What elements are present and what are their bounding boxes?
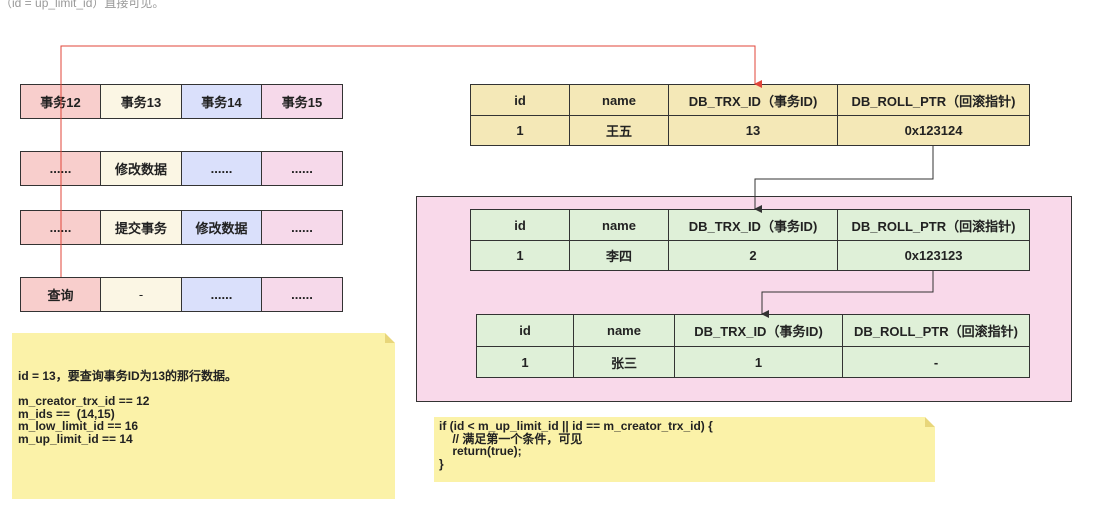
header-id: id <box>476 314 574 347</box>
header-name: name <box>569 84 669 116</box>
tx-cell: ...... <box>261 210 343 245</box>
code-line: if (id < m_up_limit_id || id == m_creato… <box>439 419 713 433</box>
tx-cell: ...... <box>181 151 262 186</box>
header-roll-ptr: DB_ROLL_PTR（回滚指针) <box>837 209 1030 241</box>
header-id: id <box>470 84 570 116</box>
note-line: m_creator_trx_id == 12 <box>18 394 150 408</box>
tx-cell: ...... <box>261 151 343 186</box>
cell-roll-ptr: 0x123124 <box>837 115 1030 146</box>
top-caption: （id = up_limit_id）直接可见。 <box>0 0 165 10</box>
header-trx-id: DB_TRX_ID（事务ID) <box>668 209 838 241</box>
code-line: } <box>439 456 444 471</box>
tx-cell: 提交事务 <box>100 210 182 245</box>
cell-id: 1 <box>470 240 570 271</box>
cell-roll-ptr: - <box>842 346 1030 378</box>
tx-cell: 事务15 <box>261 84 343 119</box>
note-line: m_ids == (14,15) <box>18 406 115 421</box>
code-line: return(true); <box>439 444 522 458</box>
cell-trx-id: 1 <box>674 346 843 378</box>
cell-name: 李四 <box>569 240 669 271</box>
tx-cell: 修改数据 <box>181 210 262 245</box>
tx-cell: 事务14 <box>181 84 262 119</box>
header-roll-ptr: DB_ROLL_PTR（回滚指针) <box>837 84 1030 116</box>
note-line: m_low_limit_id == 16 <box>18 419 139 433</box>
tx-cell: ...... <box>20 151 101 186</box>
tx-cell: - <box>100 277 182 312</box>
header-name: name <box>569 209 669 241</box>
header-trx-id: DB_TRX_ID（事务ID) <box>668 84 838 116</box>
header-roll-ptr: DB_ROLL_PTR（回滚指针) <box>842 314 1030 347</box>
cell-trx-id: 13 <box>668 115 838 146</box>
cell-roll-ptr: 0x123123 <box>837 240 1030 271</box>
header-name: name <box>573 314 675 347</box>
tx-cell: ...... <box>181 277 262 312</box>
cell-id: 1 <box>476 346 574 378</box>
readview-note: id = 13，要查询事务ID为13的那行数据。 m_creator_trx_i… <box>12 333 395 499</box>
tx-cell: 查询 <box>20 277 101 312</box>
cell-name: 张三 <box>573 346 675 378</box>
tx-cell: 事务13 <box>100 84 182 119</box>
code-line: // 满足第一个条件，可见 <box>439 431 583 446</box>
cell-trx-id: 2 <box>668 240 838 271</box>
tx-cell: 修改数据 <box>100 151 182 186</box>
header-trx-id: DB_TRX_ID（事务ID) <box>674 314 843 347</box>
note-line: m_up_limit_id == 14 <box>18 431 133 446</box>
visibility-code-note: if (id < m_up_limit_id || id == m_creato… <box>434 417 935 482</box>
tx-cell: ...... <box>261 277 343 312</box>
note-fold <box>385 333 395 343</box>
cell-name: 王五 <box>569 115 669 146</box>
tx-cell: 事务12 <box>20 84 101 119</box>
header-id: id <box>470 209 570 241</box>
tx-cell: ...... <box>20 210 101 245</box>
cell-id: 1 <box>470 115 570 146</box>
note-fold <box>925 417 935 427</box>
note-line: id = 13，要查询事务ID为13的那行数据。 <box>18 369 238 383</box>
